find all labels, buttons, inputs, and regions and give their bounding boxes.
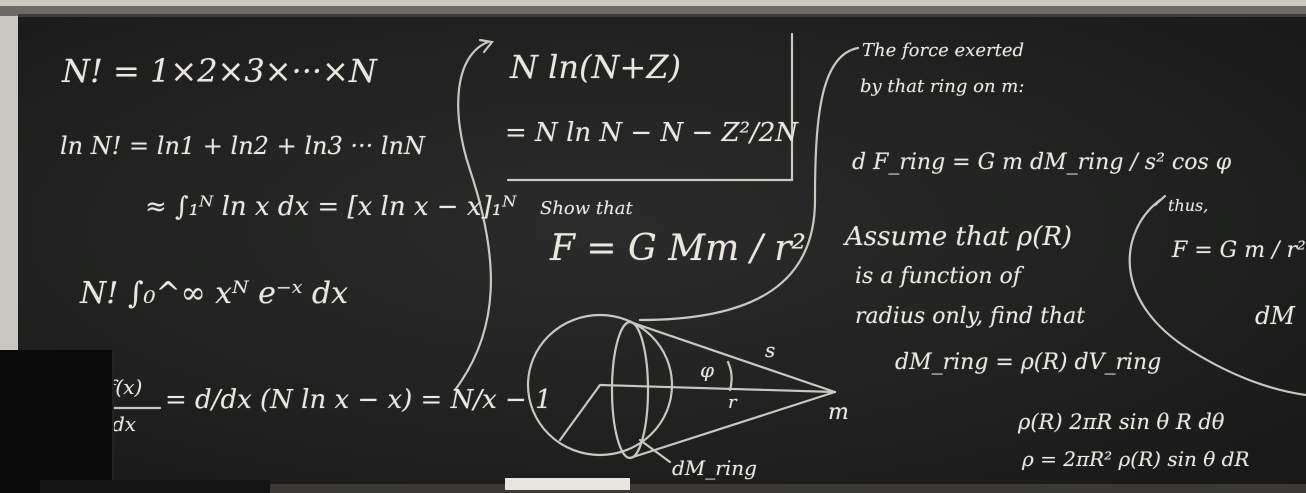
chalkboard xyxy=(18,14,1306,489)
phi-arc xyxy=(726,360,733,392)
label-r: r xyxy=(728,392,737,413)
bracket-curve xyxy=(453,40,492,392)
force-text-2: by that ring on m: xyxy=(860,76,1025,97)
dMring-pointer xyxy=(638,438,672,464)
connector-curve xyxy=(638,46,860,322)
eq-newton: F = G Mm / r² xyxy=(550,228,806,269)
thus-label: thus, xyxy=(1168,196,1209,215)
eq-gamma: N! ∫₀^∞ xᴺ e⁻ˣ dx xyxy=(80,276,349,311)
eq-n-factorial: N! = 1×2×3×···×N xyxy=(62,52,377,90)
eq-deriv-denominator: dx xyxy=(112,412,137,436)
assume-text-3: radius only, find that xyxy=(855,304,1086,329)
eq-deriv: = d/dx (N ln x − x) = N/x − 1 xyxy=(165,385,552,415)
label-phi: φ xyxy=(700,358,715,382)
force-text-1: The force exerted xyxy=(862,40,1024,61)
eq-rho-2: ρ = 2πR² ρ(R) sin θ dR xyxy=(1022,447,1250,471)
show-that-label: Show that xyxy=(540,198,633,219)
ring xyxy=(610,320,650,460)
chalk-tray xyxy=(0,484,1306,493)
eq-rho-1: ρ(R) 2πR sin θ R dθ xyxy=(1018,410,1225,434)
eq-stirling-2: = N ln N − N − Z²/2N xyxy=(505,118,799,148)
stirling-box xyxy=(506,32,794,182)
label-dmring: dM_ring xyxy=(672,456,757,480)
eq-dM-ring: dM_ring = ρ(R) dV_ring xyxy=(895,350,1162,375)
sphere xyxy=(526,313,674,457)
assume-text-2: is a function of xyxy=(855,264,1021,289)
chalkboard-rail xyxy=(0,6,1306,16)
eq-thus: F = G m / r² xyxy=(1172,238,1306,263)
line-s xyxy=(628,320,837,394)
thus-curve xyxy=(1128,198,1306,397)
eq-dF-ring: d F_ring = G m dM_ring / s² cos φ xyxy=(852,150,1232,175)
eq-ln-n-factorial: ln N! = ln1 + ln2 + ln3 ··· lnN xyxy=(60,132,425,160)
monitor xyxy=(0,350,114,493)
assume-text-1: Assume that ρ(R) xyxy=(845,222,1073,252)
radius-line xyxy=(558,383,602,442)
eq-stirling-1: N ln(N+Z) xyxy=(510,48,682,86)
monitor-stand xyxy=(40,480,270,493)
label-m: m xyxy=(828,400,849,425)
line-r xyxy=(598,383,837,394)
label-s: s xyxy=(765,338,776,362)
eq-dM-cut: dM xyxy=(1255,302,1295,330)
thus-arrow xyxy=(1153,194,1167,207)
arrow-head xyxy=(478,38,495,54)
eraser xyxy=(505,478,630,490)
eq-integral: ≈ ∫₁ᴺ ln x dx = [x ln x − x]₁ᴺ xyxy=(145,192,517,222)
line-lower xyxy=(628,390,837,460)
